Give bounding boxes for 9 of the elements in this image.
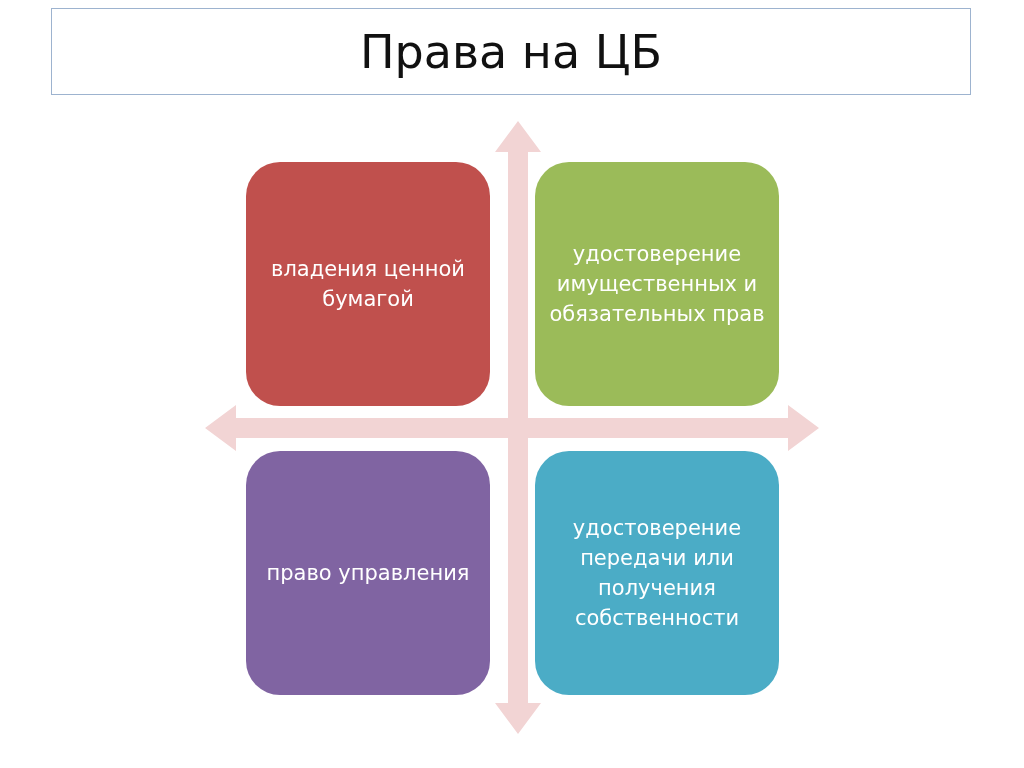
box-text: владения ценной бумагой: [270, 256, 466, 313]
box-text: удостоверение передачи или получения собственности: [571, 515, 743, 632]
rounded-box: [535, 451, 779, 695]
box-text: удостоверение имущественных и обязательных прав: [549, 241, 765, 328]
rounded-box: [246, 451, 490, 695]
box-text: право управления: [266, 560, 470, 587]
rounded-box: [535, 162, 779, 406]
title: Права на ЦБ: [51, 8, 971, 95]
rounded-box: [246, 162, 490, 406]
